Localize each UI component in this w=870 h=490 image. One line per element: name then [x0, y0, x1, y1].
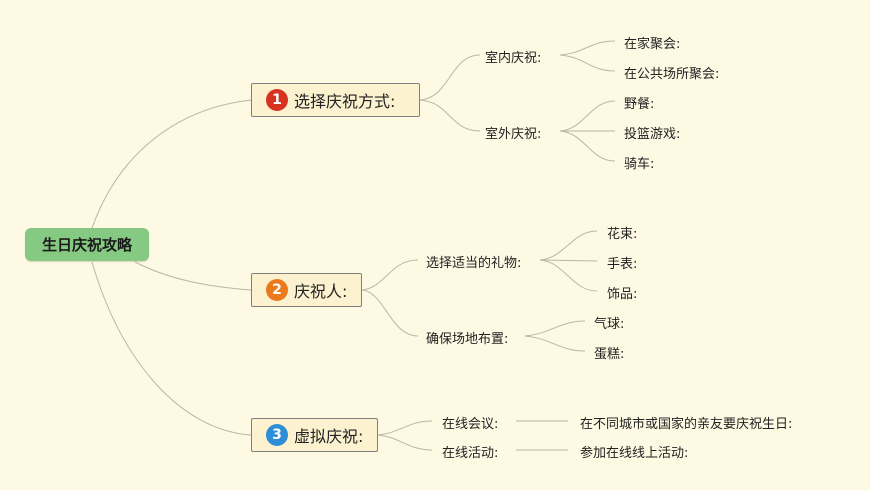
subtopic-indoor[interactable]: 室内庆祝: — [485, 51, 542, 66]
connector-indoor-leaf-1 — [559, 40, 616, 56]
connector-b1-outdoor — [419, 99, 481, 132]
number-badge-2: 2 — [266, 279, 288, 301]
leaf-balloons[interactable]: 气球: — [594, 317, 625, 332]
subtopic-online-activity[interactable]: 在线活动: — [442, 446, 499, 461]
leaf-remote-friends[interactable]: 在不同城市或国家的亲友要庆祝生日: — [580, 417, 793, 432]
connector-root-branch-2 — [134, 261, 252, 291]
subtopic-venue[interactable]: 确保场地布置: — [426, 332, 509, 347]
connector-b1-indoor — [419, 54, 481, 101]
connector-gift-leaf-1 — [539, 230, 598, 261]
branch-3-box[interactable]: 3 虚拟庆祝: — [251, 418, 378, 452]
connector-outdoor-leaf-3 — [559, 130, 616, 162]
connector-b2-gift — [361, 259, 419, 291]
number-badge-3: 3 — [266, 424, 288, 446]
leaf-flowers[interactable]: 花束: — [607, 227, 638, 242]
leaf-picnic[interactable]: 野餐: — [624, 97, 655, 112]
leaf-watch[interactable]: 手表: — [607, 257, 638, 272]
leaf-cycling[interactable]: 骑车: — [624, 157, 655, 172]
connector-root-branch-1 — [91, 99, 252, 229]
connector-outdoor-leaf-1 — [559, 100, 616, 132]
connector-venue-leaf-1 — [524, 320, 586, 337]
branch-3-label: 虚拟庆祝: — [294, 427, 364, 446]
connector-b3-meeting — [377, 420, 433, 436]
leaf-online-event[interactable]: 参加在线线上活动: — [580, 446, 689, 461]
leaf-cake[interactable]: 蛋糕: — [594, 347, 625, 362]
number-badge-1: 1 — [266, 89, 288, 111]
leaf-home-party[interactable]: 在家聚会: — [624, 37, 681, 52]
leaf-accessories[interactable]: 饰品: — [607, 287, 638, 302]
connector-root-branch-3 — [91, 261, 252, 436]
root-topic[interactable]: 生日庆祝攻略 — [25, 228, 149, 261]
subtopic-outdoor[interactable]: 室外庆祝: — [485, 127, 542, 142]
subtopic-gift[interactable]: 选择适当的礼物: — [426, 256, 522, 271]
connector-gift-leaf-2 — [539, 259, 598, 262]
connector-b2-venue — [361, 289, 419, 337]
leaf-public-party[interactable]: 在公共场所聚会: — [624, 67, 720, 82]
branch-2-label: 庆祝人: — [294, 282, 348, 301]
subtopic-online-meeting[interactable]: 在线会议: — [442, 417, 499, 432]
connector-venue-leaf-2 — [524, 335, 586, 352]
connector-indoor-leaf-2 — [559, 54, 616, 72]
branch-1-label: 选择庆祝方式: — [294, 92, 396, 111]
connector-gift-leaf-3 — [539, 259, 598, 292]
branch-2-box[interactable]: 2 庆祝人: — [251, 273, 362, 307]
connector-b3-activity — [377, 434, 433, 451]
branch-1-box[interactable]: 1 选择庆祝方式: — [251, 83, 420, 117]
leaf-basketball[interactable]: 投篮游戏: — [624, 127, 681, 142]
